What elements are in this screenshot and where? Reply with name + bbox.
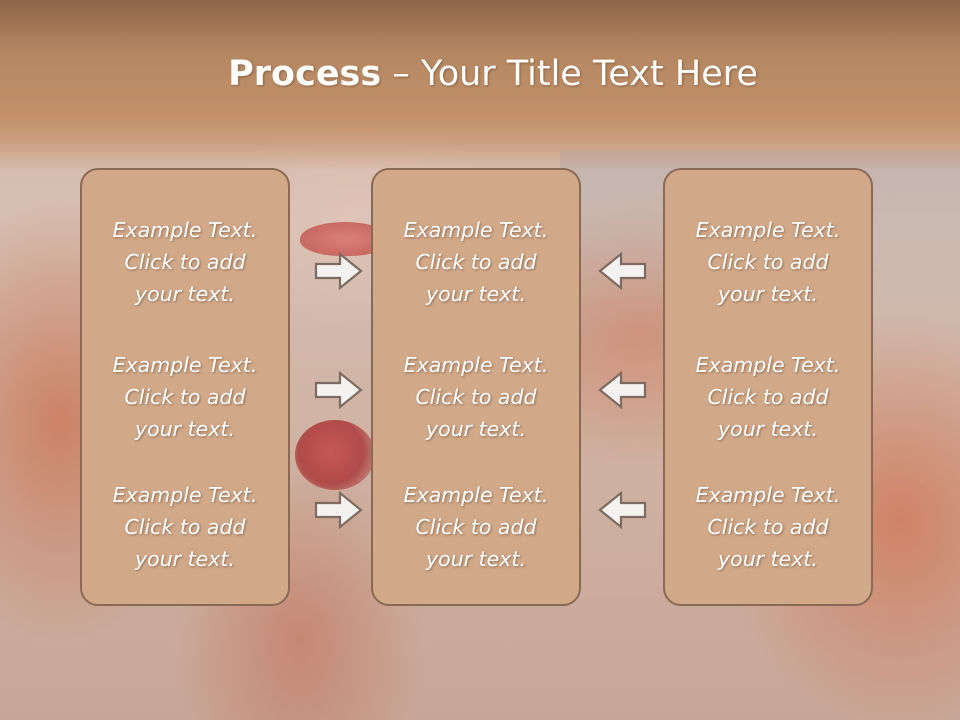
text-line: your text. xyxy=(426,282,526,306)
text-placeholder[interactable]: Example Text. Click to add your text. xyxy=(665,214,871,310)
text-placeholder[interactable]: Example Text. Click to add your text. xyxy=(373,479,579,575)
text-line: Example Text. xyxy=(403,218,549,242)
arrow-right-icon xyxy=(314,251,363,291)
text-line: Click to add xyxy=(415,515,537,539)
text-line: Click to add xyxy=(415,385,537,409)
text-line: your text. xyxy=(426,547,526,571)
text-placeholder[interactable]: Example Text. Click to add your text. xyxy=(665,479,871,575)
text-line: your text. xyxy=(718,282,818,306)
arrow-left-icon xyxy=(598,370,647,410)
text-line: Click to add xyxy=(124,385,246,409)
text-placeholder[interactable]: Example Text. Click to add your text. xyxy=(665,349,871,445)
text-line: your text. xyxy=(135,417,235,441)
process-box-center[interactable]: Example Text. Click to add your text. Ex… xyxy=(371,168,581,606)
text-placeholder[interactable]: Example Text. Click to add your text. xyxy=(373,214,579,310)
title-bold: Process xyxy=(228,54,382,94)
text-placeholder[interactable]: Example Text. Click to add your text. xyxy=(373,349,579,445)
header-band xyxy=(0,0,960,170)
background-berry xyxy=(295,420,375,490)
text-line: Example Text. xyxy=(695,483,841,507)
text-line: Example Text. xyxy=(112,483,258,507)
text-line: your text. xyxy=(135,547,235,571)
title-rest: – Your Title Text Here xyxy=(392,54,758,94)
text-line: Example Text. xyxy=(112,218,258,242)
text-line: Click to add xyxy=(415,250,537,274)
slide-title[interactable]: Process – Your Title Text Here xyxy=(0,52,960,96)
arrow-right-icon xyxy=(314,490,363,530)
text-placeholder[interactable]: Example Text. Click to add your text. xyxy=(82,349,288,445)
text-line: your text. xyxy=(718,417,818,441)
text-line: Click to add xyxy=(707,515,829,539)
text-line: your text. xyxy=(135,282,235,306)
text-line: your text. xyxy=(426,417,526,441)
text-line: Example Text. xyxy=(112,353,258,377)
process-box-right[interactable]: Example Text. Click to add your text. Ex… xyxy=(663,168,873,606)
text-line: Click to add xyxy=(124,515,246,539)
arrow-right-icon xyxy=(314,370,363,410)
text-line: Click to add xyxy=(707,385,829,409)
arrow-left-icon xyxy=(598,251,647,291)
text-line: Example Text. xyxy=(403,353,549,377)
text-line: your text. xyxy=(718,547,818,571)
text-placeholder[interactable]: Example Text. Click to add your text. xyxy=(82,214,288,310)
text-line: Click to add xyxy=(707,250,829,274)
arrow-left-icon xyxy=(598,490,647,530)
text-line: Example Text. xyxy=(403,483,549,507)
text-line: Example Text. xyxy=(695,218,841,242)
text-line: Click to add xyxy=(124,250,246,274)
text-line: Example Text. xyxy=(695,353,841,377)
text-placeholder[interactable]: Example Text. Click to add your text. xyxy=(82,479,288,575)
process-box-left[interactable]: Example Text. Click to add your text. Ex… xyxy=(80,168,290,606)
